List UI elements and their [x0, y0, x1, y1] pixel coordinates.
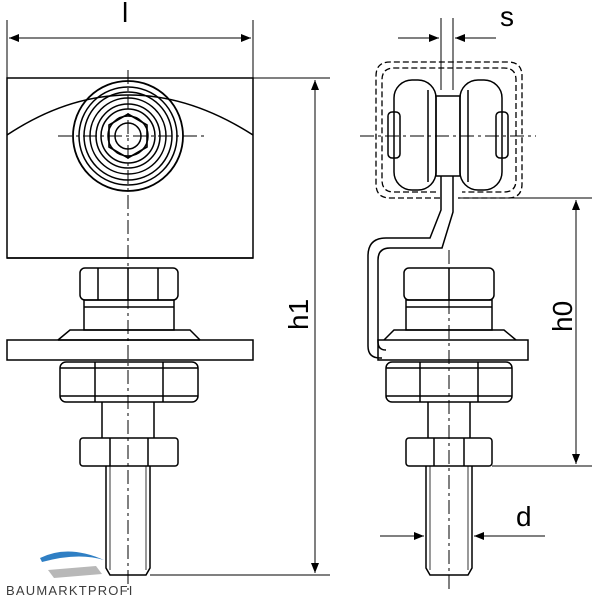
- wheel-left-side: [387, 79, 437, 191]
- wheel-right-side: [459, 79, 509, 191]
- mounting-plate-side: [377, 329, 529, 361]
- mounting-plate: [6, 329, 254, 361]
- side-view: [360, 61, 536, 590]
- label-h1: h1: [283, 299, 314, 330]
- lower-nut: [59, 361, 199, 403]
- label-s: s: [500, 1, 514, 32]
- housing-arc: [6, 94, 254, 136]
- dimensions-front: [6, 20, 330, 576]
- bolt-shaft: [79, 402, 179, 576]
- label-d: d: [516, 501, 532, 532]
- label-h0: h0: [547, 301, 578, 332]
- track-profile: [375, 61, 523, 199]
- bracket: [367, 176, 442, 359]
- front-view: [6, 70, 254, 590]
- logo-swoosh-icon: [40, 551, 104, 578]
- label-l: l: [122, 0, 128, 28]
- dimensions-side: [380, 18, 592, 540]
- logo-text: BAUMARKTPROFI: [6, 583, 134, 598]
- centerlines-side: [360, 135, 536, 590]
- upper-nut: [79, 267, 179, 331]
